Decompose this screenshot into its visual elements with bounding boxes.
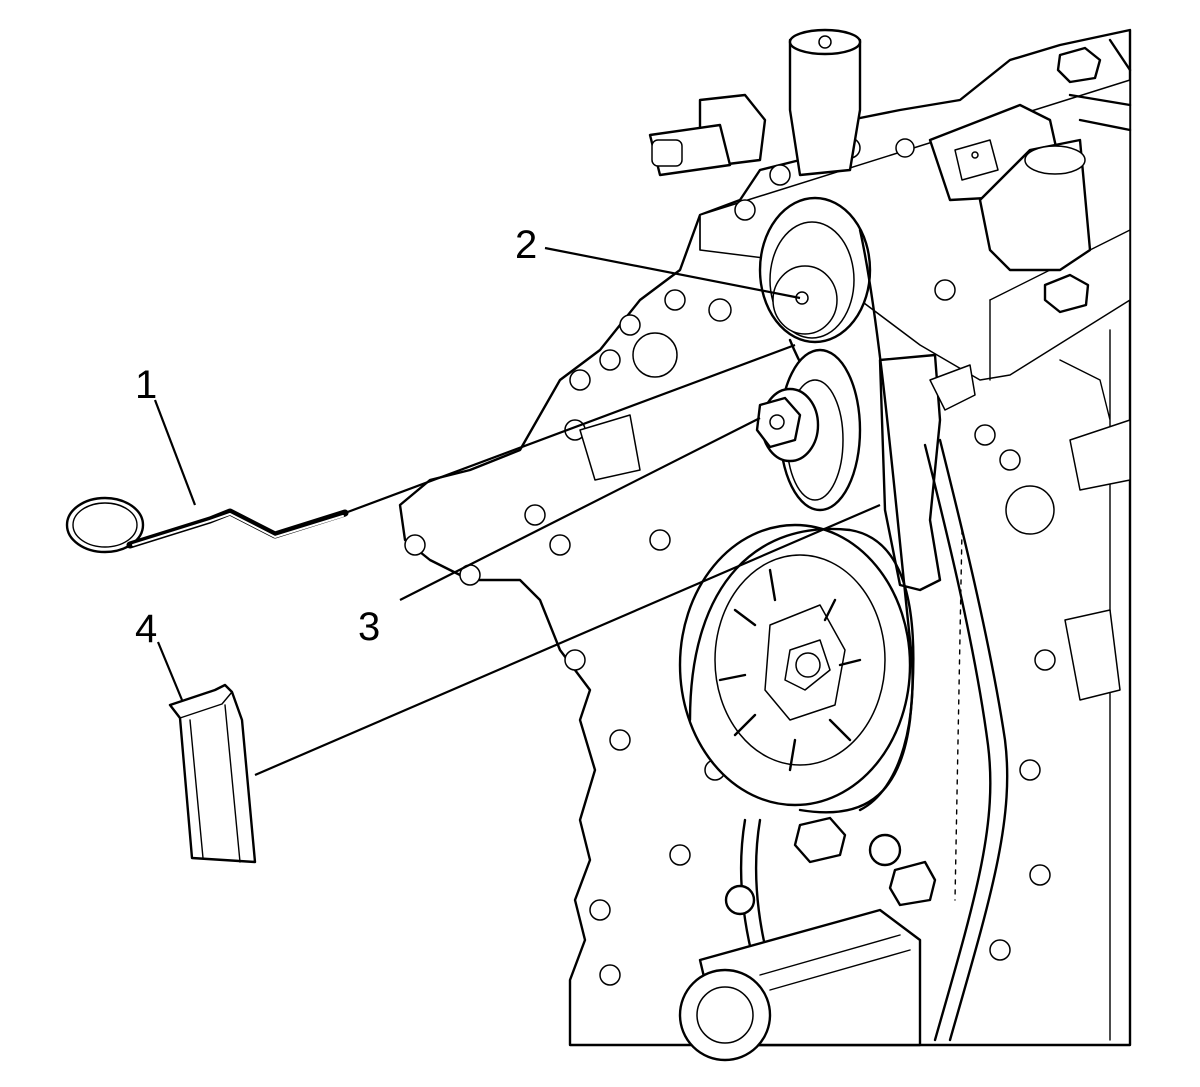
tensioner-nut: [755, 387, 820, 463]
drive-assembly: [678, 196, 1009, 1042]
callout-2-label: 2: [515, 223, 537, 267]
leader-lines: [153, 246, 881, 777]
top-components: [648, 28, 1132, 314]
locking-pin-tool: [65, 496, 349, 554]
gasket-holes: [404, 137, 1056, 986]
wedge-tool: [168, 683, 257, 864]
callout-4-label: 4: [135, 607, 157, 651]
callout-1-label: 1: [135, 363, 157, 407]
callout-3-label: 3: [358, 605, 380, 649]
lower-component: [678, 908, 922, 1062]
